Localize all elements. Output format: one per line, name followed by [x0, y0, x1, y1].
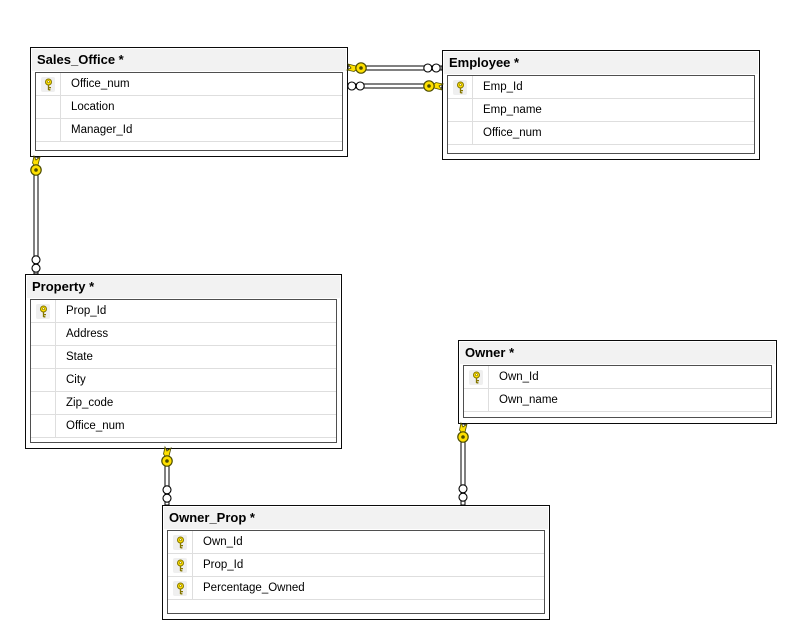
table-owner-prop[interactable]: Owner_Prop * Own_Id Prop_Id Percentage_O…: [162, 505, 550, 620]
key-cell: [168, 554, 193, 576]
table-row[interactable]: Location: [36, 96, 342, 119]
key-cell: [36, 119, 61, 141]
field-name-label: Emp_Id: [483, 81, 523, 93]
field-name-label: City: [66, 374, 86, 386]
field-name-label: Zip_code: [66, 397, 114, 409]
relationship-line[interactable]: [347, 83, 443, 89]
key-cell: [448, 99, 473, 121]
primary-key-icon: [173, 534, 187, 550]
table-title[interactable]: Sales_Office *: [32, 49, 346, 71]
key-cell: [31, 369, 56, 391]
infinity-icon: [347, 81, 365, 91]
table-row[interactable]: State: [31, 346, 336, 369]
field-name-label: Office_num: [483, 127, 542, 139]
field-name-label: Office_num: [71, 78, 130, 90]
table-grid: Own_Id Own_name: [463, 365, 772, 418]
field-name-label: State: [66, 351, 93, 363]
key-cell: [31, 346, 56, 368]
relationship-owner-to-owner-prop[interactable]: [457, 422, 469, 506]
table-sales-office[interactable]: Sales_Office * Office_num Location Manag…: [30, 47, 348, 157]
primary-key-icon: [469, 369, 483, 385]
key-cell: [448, 122, 473, 144]
primary-key-icon: [173, 557, 187, 573]
primary-key-icon: [36, 303, 50, 319]
primary-key-icon: [173, 580, 187, 596]
table-row[interactable]: Own_Id: [464, 366, 771, 389]
table-row[interactable]: Emp_Id: [448, 76, 754, 99]
table-row[interactable]: Zip_code: [31, 392, 336, 415]
primary-key-icon: [453, 79, 467, 95]
key-cell: [31, 300, 56, 322]
table-row[interactable]: Prop_Id: [31, 300, 336, 323]
field-name-label: Prop_Id: [203, 559, 244, 571]
field-name-label: Own_Id: [499, 371, 539, 383]
field-name-label: Office_num: [66, 420, 125, 432]
table-grid: Prop_Id Address State City Zip_code Offi…: [30, 299, 337, 443]
key-cell: [464, 366, 489, 388]
infinity-icon: [423, 63, 441, 73]
relationship-line[interactable]: [33, 156, 39, 275]
table-row[interactable]: Office_num: [31, 415, 336, 438]
relationship-line[interactable]: [347, 65, 443, 71]
field-name-label: Own_Id: [203, 536, 243, 548]
table-row[interactable]: Percentage_Owned: [168, 577, 544, 600]
table-row[interactable]: Office_num: [36, 73, 342, 96]
table-owner[interactable]: Owner * Own_Id Own_name: [458, 340, 777, 424]
key-cell: [464, 389, 489, 411]
field-name-label: Percentage_Owned: [203, 582, 305, 594]
table-property[interactable]: Property * Prop_Id Address State City: [25, 274, 342, 449]
table-row[interactable]: Office_num: [448, 122, 754, 145]
field-name-label: Location: [71, 101, 115, 113]
field-name-label: Prop_Id: [66, 305, 107, 317]
table-title[interactable]: Owner_Prop *: [164, 507, 548, 529]
table-row[interactable]: Prop_Id: [168, 554, 544, 577]
key-cell: [168, 531, 193, 553]
relationship-sales-office-to-employee[interactable]: [346, 62, 443, 74]
table-employee[interactable]: Employee * Emp_Id Emp_name Office_num: [442, 50, 760, 160]
infinity-icon: [458, 484, 468, 502]
table-title[interactable]: Owner *: [460, 342, 775, 364]
relationship-sales-office-to-property[interactable]: [30, 155, 42, 275]
table-row[interactable]: City: [31, 369, 336, 392]
table-row[interactable]: Address: [31, 323, 336, 346]
field-name-label: Own_name: [499, 394, 558, 406]
table-row[interactable]: Manager_Id: [36, 119, 342, 142]
table-row[interactable]: Emp_name: [448, 99, 754, 122]
field-name-label: Manager_Id: [71, 124, 133, 136]
table-grid: Emp_Id Emp_name Office_num: [447, 75, 755, 154]
key-icon: [423, 80, 444, 92]
field-name-label: Emp_name: [483, 104, 542, 116]
key-icon: [457, 422, 469, 443]
table-title[interactable]: Employee *: [444, 52, 758, 74]
relationship-employee-to-sales-office[interactable]: [347, 80, 444, 92]
key-cell: [31, 323, 56, 345]
key-cell: [36, 96, 61, 118]
key-cell: [448, 76, 473, 98]
key-icon: [346, 62, 367, 74]
infinity-icon: [31, 255, 41, 273]
primary-key-icon: [41, 76, 55, 92]
infinity-icon: [162, 485, 172, 503]
key-icon: [161, 446, 173, 467]
relationship-line[interactable]: [164, 448, 170, 506]
key-cell: [36, 73, 61, 95]
key-cell: [31, 415, 56, 437]
key-cell: [168, 577, 193, 599]
table-grid: Own_Id Prop_Id Percentage_Owned: [167, 530, 545, 614]
relationship-property-to-owner-prop[interactable]: [161, 446, 173, 506]
table-row[interactable]: Own_Id: [168, 531, 544, 554]
table-title[interactable]: Property *: [27, 276, 340, 298]
key-icon: [30, 155, 42, 176]
table-row[interactable]: Own_name: [464, 389, 771, 412]
table-grid: Office_num Location Manager_Id: [35, 72, 343, 151]
field-name-label: Address: [66, 328, 109, 340]
key-cell: [31, 392, 56, 414]
relationship-line[interactable]: [460, 423, 466, 506]
